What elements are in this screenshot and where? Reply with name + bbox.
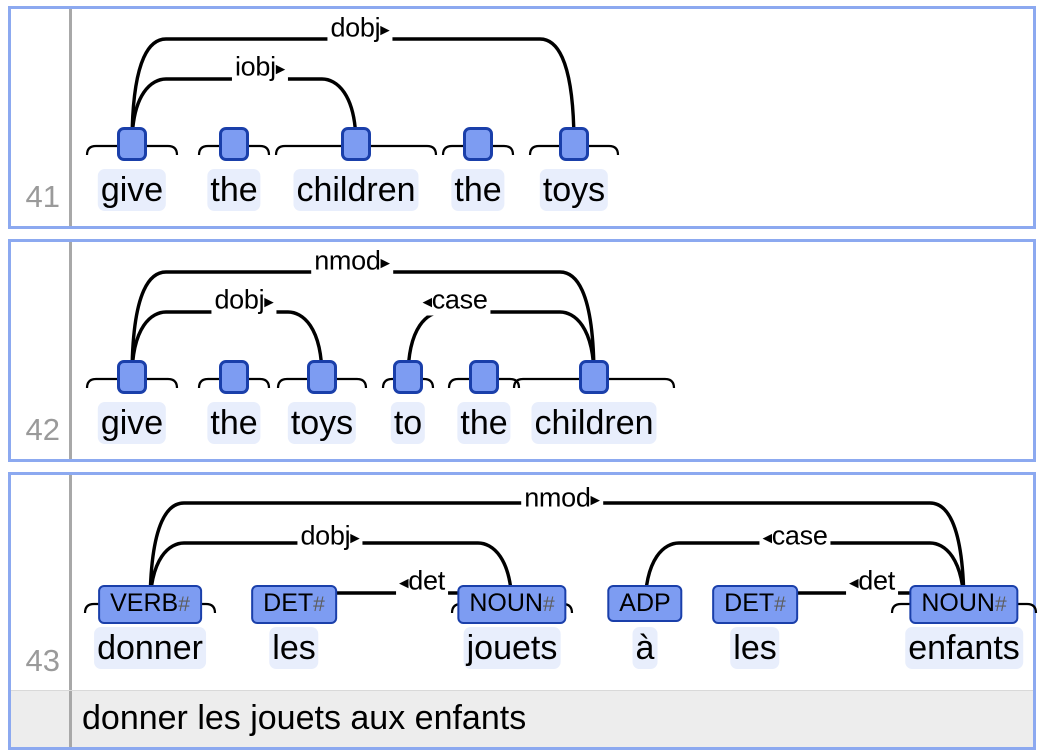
token-word[interactable]: children	[531, 402, 657, 444]
token-word[interactable]: donner	[94, 627, 206, 669]
row-number: 42	[25, 412, 60, 447]
arrow-left-icon: ◂	[849, 572, 859, 594]
arrow-right-icon: ▸	[264, 291, 274, 313]
arc-label-text: dobj	[214, 284, 265, 315]
arc-label-det[interactable]: ◂det	[396, 565, 448, 597]
arrow-right-icon: ▸	[380, 19, 390, 41]
raw-sentence-text: donner les jouets aux enfants	[82, 699, 527, 737]
arrow-right-icon: ▸	[380, 252, 391, 274]
pos-tag-text: NOUN	[469, 589, 543, 617]
token-word[interactable]: give	[97, 402, 167, 444]
token-word[interactable]: the	[457, 402, 511, 444]
arc-label-nmod[interactable]: nmod▸	[521, 482, 603, 514]
token-word[interactable]: jouets	[463, 627, 561, 669]
arc-label-text: iobj	[234, 51, 276, 82]
row-number: 41	[25, 179, 60, 214]
hash-icon: #	[178, 593, 190, 616]
row-number: 43	[25, 643, 60, 678]
dependency-arc[interactable]	[396, 310, 596, 391]
hash-icon: #	[313, 593, 325, 616]
raw-sentence-strip: donner les jouets aux enfants	[11, 690, 1033, 747]
arc-label-text: det	[858, 565, 895, 596]
pos-tag-noun[interactable]: NOUN#	[457, 585, 567, 624]
token-word[interactable]: give	[97, 169, 167, 211]
arc-label-text: nmod	[524, 482, 591, 513]
token-node[interactable]	[117, 127, 147, 161]
token-word[interactable]: toys	[287, 402, 357, 444]
arc-label-text: case	[771, 520, 828, 551]
arc-label-dobj[interactable]: dobj▸	[211, 284, 277, 316]
arc-label-text: dobj	[330, 12, 381, 43]
arc-label-text: dobj	[300, 520, 351, 551]
arc-label-iobj[interactable]: iobj▸	[231, 51, 289, 83]
row-divider	[69, 475, 72, 690]
dependency-arc[interactable]	[130, 270, 606, 391]
arrow-right-icon: ▸	[275, 58, 286, 80]
pos-tag-text: DET	[263, 589, 314, 617]
token-word[interactable]: the	[451, 169, 505, 211]
arc-label-det[interactable]: ◂det	[846, 565, 898, 597]
arc-label-nmod[interactable]: nmod▸	[311, 245, 393, 277]
token-word[interactable]: the	[207, 402, 261, 444]
token-node[interactable]	[463, 127, 493, 161]
hash-icon: #	[994, 593, 1007, 616]
token-word[interactable]: enfants	[905, 627, 1023, 669]
arc-label-text: nmod	[314, 245, 381, 276]
arc-label-case[interactable]: ◂case	[419, 284, 491, 316]
token-word[interactable]: les	[269, 627, 319, 669]
token-node[interactable]	[117, 360, 147, 394]
arc-label-dobj[interactable]: dobj▸	[297, 520, 363, 552]
arc-label-case[interactable]: ◂case	[759, 520, 831, 552]
arrow-left-icon: ◂	[399, 572, 409, 594]
arrow-right-icon: ▸	[590, 489, 601, 511]
token-word[interactable]: children	[293, 169, 419, 211]
arc-label-dobj[interactable]: dobj▸	[327, 12, 393, 44]
row-divider	[69, 9, 72, 226]
token-node[interactable]	[219, 360, 249, 394]
pos-tag-text: ADP	[619, 589, 671, 617]
token-node[interactable]	[393, 360, 423, 394]
pos-tag-det[interactable]: DET#	[712, 585, 798, 624]
arrow-right-icon: ▸	[350, 527, 360, 549]
token-node[interactable]	[559, 127, 589, 161]
token-node[interactable]	[469, 360, 499, 394]
token-word[interactable]: les	[730, 627, 780, 669]
pos-tag-det[interactable]: DET#	[251, 585, 337, 624]
token-node[interactable]	[341, 127, 371, 161]
arrow-left-icon: ◂	[422, 291, 432, 313]
token-word[interactable]: à	[632, 627, 658, 669]
token-word[interactable]: toys	[539, 169, 609, 211]
arc-label-text: det	[408, 565, 445, 596]
token-word[interactable]: the	[207, 169, 261, 211]
pos-tag-text: NOUN	[921, 589, 995, 617]
pos-tag-adp[interactable]: ADP	[607, 585, 683, 622]
pos-tag-noun[interactable]: NOUN#	[909, 585, 1019, 624]
raw-divider	[69, 691, 72, 747]
hash-icon: #	[542, 593, 555, 616]
token-node[interactable]	[579, 360, 609, 394]
raw-num-spacer	[11, 691, 69, 747]
token-node[interactable]	[307, 360, 337, 394]
pos-tag-text: VERB	[110, 589, 179, 617]
arc-label-text: case	[431, 284, 488, 315]
row-divider	[69, 242, 72, 459]
arrow-left-icon: ◂	[762, 527, 772, 549]
token-word[interactable]: to	[390, 402, 426, 444]
hash-icon: #	[774, 593, 786, 616]
pos-tag-verb[interactable]: VERB#	[98, 585, 202, 624]
token-node[interactable]	[219, 127, 249, 161]
pos-tag-text: DET	[724, 589, 775, 617]
